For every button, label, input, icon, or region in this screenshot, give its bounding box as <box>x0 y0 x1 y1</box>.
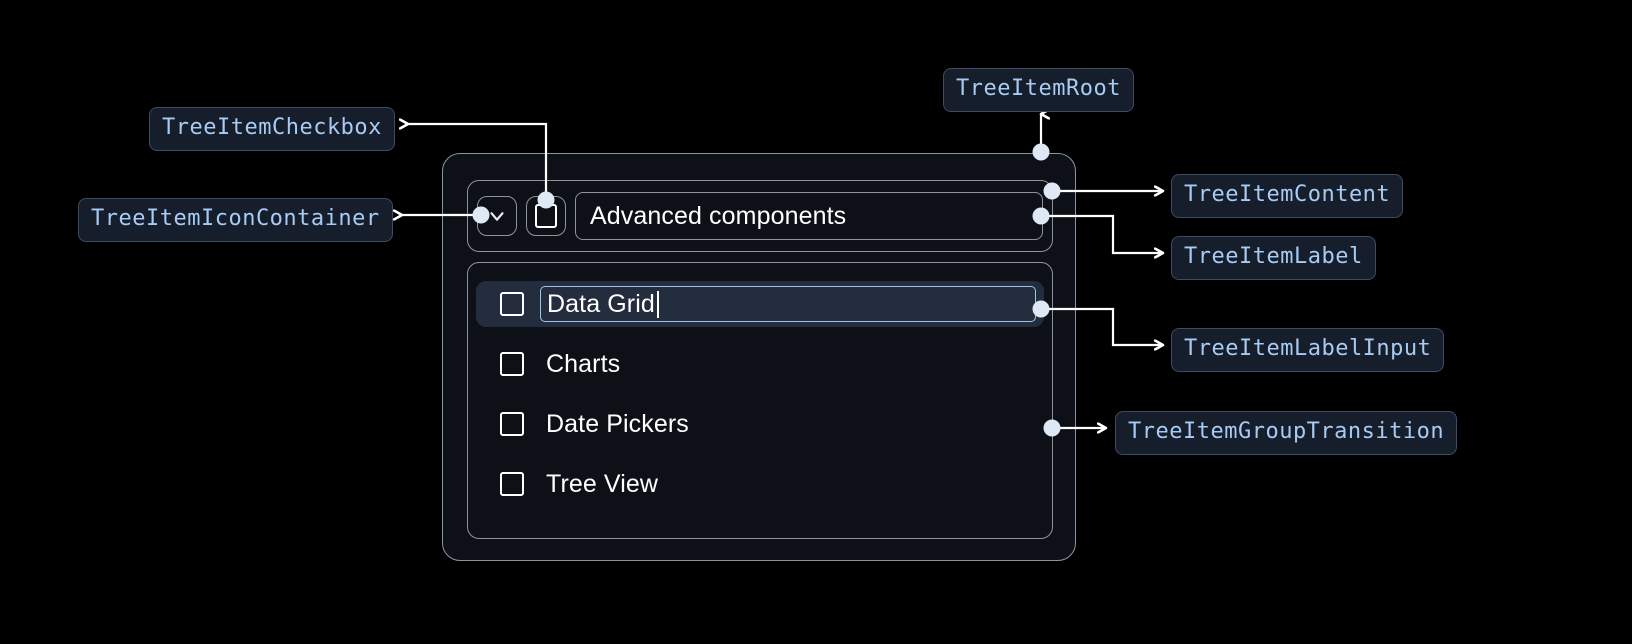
tree-item-row[interactable]: Date Pickers <box>476 401 1044 447</box>
tree-item-root[interactable]: Advanced components Data Grid Charts <box>442 153 1076 561</box>
annotation-chip-checkbox: TreeItemCheckbox <box>149 107 395 151</box>
tree-item-icon-container[interactable] <box>477 196 517 236</box>
tree-item-row[interactable]: Data Grid <box>476 281 1044 327</box>
tree-item-label-text: Charts <box>546 349 621 378</box>
annotation-chip-root: TreeItemRoot <box>943 68 1134 112</box>
checkbox-unchecked-icon[interactable] <box>500 292 524 316</box>
tree-item-row[interactable]: Charts <box>476 341 1044 387</box>
text-caret <box>656 290 659 318</box>
tree-item-label-text: Date Pickers <box>546 409 689 438</box>
annotation-chip-label-input: TreeItemLabelInput <box>1171 328 1445 372</box>
chevron-down-icon <box>486 205 508 227</box>
checkbox-unchecked-icon <box>535 204 557 228</box>
checkbox-unchecked-icon[interactable] <box>500 472 524 496</box>
tree-item-group-transition: Data Grid Charts Date Pickers Tree View <box>467 262 1053 539</box>
label-input-value: Data Grid <box>547 289 655 318</box>
tree-item-content[interactable]: Advanced components <box>467 180 1053 252</box>
annotation-chip-group-transition: TreeItemGroupTransition <box>1115 411 1458 455</box>
annotation-chip-content: TreeItemContent <box>1171 174 1404 218</box>
annotation-chip-label: TreeItemLabel <box>1171 236 1376 280</box>
annotation-chip-icon-container: TreeItemIconContainer <box>78 198 393 242</box>
checkbox-unchecked-icon[interactable] <box>500 412 524 436</box>
tree-item-label-input[interactable]: Data Grid <box>540 286 1036 322</box>
tree-item-checkbox[interactable] <box>526 196 566 236</box>
tree-item-label[interactable]: Advanced components <box>575 192 1043 240</box>
tree-item-label-text: Tree View <box>546 469 659 498</box>
tree-item-label-text: Advanced components <box>590 201 847 230</box>
checkbox-unchecked-icon[interactable] <box>500 352 524 376</box>
tree-item-row[interactable]: Tree View <box>476 461 1044 507</box>
